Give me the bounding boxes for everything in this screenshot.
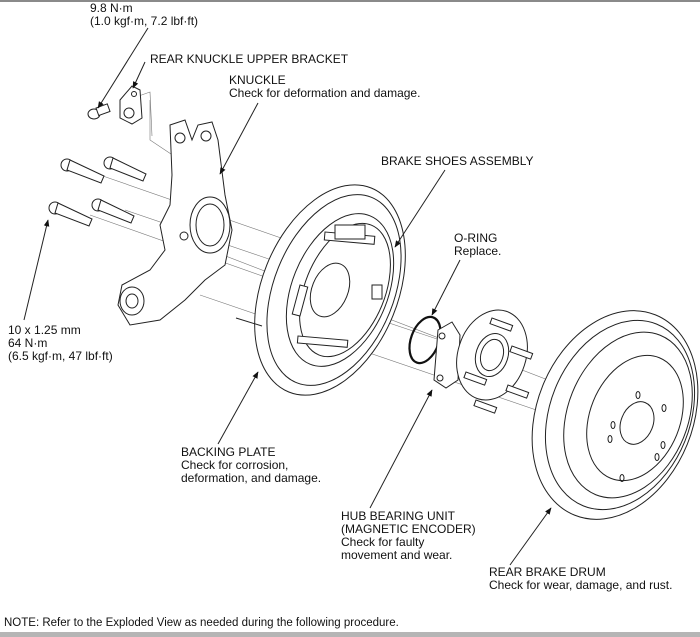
bolt-size: 10 x 1.25 mm: [8, 323, 81, 337]
top-border: [0, 0, 700, 2]
bolt-icon: [91, 198, 135, 224]
brake-drum-note: Check for wear, damage, and rust.: [489, 578, 673, 592]
brake-shoes-label: BRAKE SHOES ASSEMBLY: [381, 154, 534, 168]
footer-note: NOTE: Refer to the Exploded View as need…: [4, 617, 399, 629]
backing-plate-note-2: deformation, and damage.: [181, 471, 322, 485]
o-ring-name: O-RING: [454, 231, 498, 245]
knuckle-icon: [117, 119, 233, 326]
bracket-bolt-torque-alt: (1.0 kgf·m, 7.2 lbf·ft): [90, 14, 199, 28]
hub-bearing-note-2: movement and wear.: [341, 548, 453, 562]
brake-drum-name: REAR BRAKE DRUM: [489, 565, 606, 579]
backing-plate-note-1: Check for corrosion,: [181, 458, 289, 472]
knuckle-note: Check for deformation and damage.: [229, 86, 421, 100]
hub-bearing-icon: [433, 309, 534, 414]
bolt-torque-alt: (6.5 kgf·m, 47 lbf·ft): [8, 349, 113, 363]
backing-plate-icon: [235, 184, 406, 396]
bracket-bolt-torque-nm: 9.8 N·m: [90, 1, 133, 15]
bottom-border: [0, 632, 700, 637]
o-ring-note: Replace.: [454, 244, 502, 258]
bolt-icon: [48, 201, 93, 227]
o-ring-label: O-RING Replace.: [454, 232, 501, 258]
backing-plate-label: BACKING PLATE Check for corrosion, defor…: [181, 446, 321, 485]
bolt-torque-nm: 64 N·m: [8, 336, 48, 350]
hub-bearing-note-1: Check for faulty: [341, 535, 425, 549]
brake-drum-label: REAR BRAKE DRUM Check for wear, damage, …: [489, 566, 672, 592]
brake-drum-icon: [531, 310, 699, 520]
knuckle-label: KNUCKLE Check for deformation and damage…: [229, 74, 420, 100]
hub-bearing-label: HUB BEARING UNIT (MAGNETIC ENCODER) Chec…: [341, 510, 476, 562]
brake-shoes-icon: [285, 213, 395, 367]
knuckle-name: KNUCKLE: [229, 73, 286, 87]
hub-bearing-name: HUB BEARING UNIT: [341, 509, 456, 523]
hub-bearing-sub: (MAGNETIC ENCODER): [341, 522, 476, 536]
bolt-icon: [103, 156, 147, 182]
bracket-bolt-torque-label: 9.8 N·m (1.0 kgf·m, 7.2 lbf·ft): [90, 2, 198, 28]
backing-plate-name: BACKING PLATE: [181, 445, 276, 459]
drum-holes: [607, 391, 667, 482]
upper-bracket-label: REAR KNUCKLE UPPER BRACKET: [150, 52, 349, 66]
knuckle-bolt-spec-label: 10 x 1.25 mm 64 N·m (6.5 kgf·m, 47 lbf·f…: [8, 324, 113, 363]
leader-lines: [23, 27, 552, 566]
knuckle-bolts: [48, 156, 147, 227]
wheel-studs: [463, 317, 534, 414]
bracket-icon: [119, 85, 143, 125]
bolt-icon: [60, 158, 105, 184]
